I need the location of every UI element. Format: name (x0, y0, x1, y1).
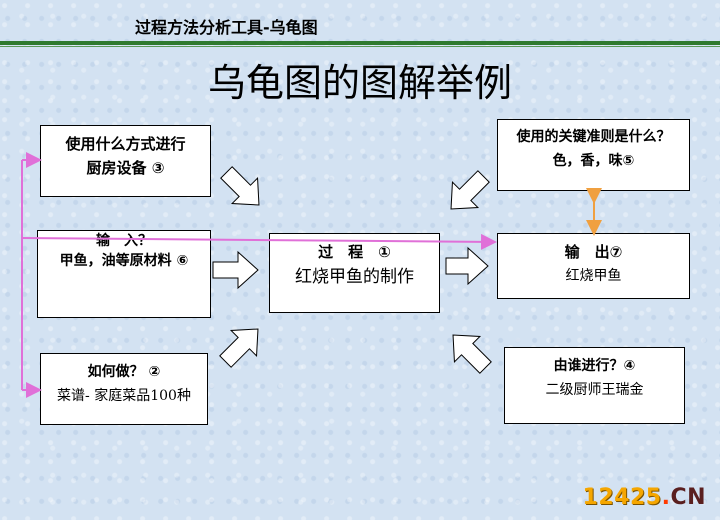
block-arrow-input (212, 250, 259, 290)
connector-input-output (21, 233, 497, 250)
page-title: 乌龟图的图解举例 (207, 61, 512, 105)
block-arrow-method (219, 328, 259, 368)
who-answer: 二级厨师王瑞金 (545, 382, 644, 398)
watermark-logo: 12425.CN (582, 485, 706, 510)
block-arrow-criteria (450, 170, 490, 210)
who-question: 由谁进行？④ (553, 358, 636, 374)
criteria-answer: 色，香，味⑤ (552, 153, 635, 169)
input-box: 输 入？ 甲鱼，油等原材料 ⑥ (37, 230, 211, 318)
input-answer: 甲鱼，油等原材料 ⑥ (59, 253, 189, 269)
header-title: 过程方法分析工具-乌龟图 (135, 18, 318, 37)
process-name: 红烧甲鱼的制作 (295, 267, 414, 287)
process-box: 过 程 ① 红烧甲鱼的制作 (269, 233, 440, 313)
header-rule-thin (0, 46, 720, 47)
process-title: 过 程 ① (318, 243, 391, 261)
block-arrow-equipment (220, 166, 260, 206)
output-value: 红烧甲鱼 (565, 268, 622, 284)
equipment-question: 使用什么方式进行 (65, 135, 186, 153)
header-rule (0, 41, 720, 45)
method-answer: 菜谱- 家庭菜品100种 (57, 388, 191, 404)
method-question: 如何做？ ② (87, 364, 161, 380)
criteria-question: 使用的关键准则是什么？ (516, 129, 671, 145)
output-title: 输 出⑦ (564, 243, 623, 261)
criteria-box: 使用的关键准则是什么？ 色，香，味⑤ (497, 119, 690, 191)
block-arrow-who (452, 334, 492, 374)
input-question: 输 入？ (96, 233, 152, 249)
method-box: 如何做？ ② 菜谱- 家庭菜品100种 (40, 353, 208, 425)
block-arrow-output (445, 246, 489, 286)
equipment-box: 使用什么方式进行 厨房设备 ③ (40, 125, 211, 197)
who-box: 由谁进行？④ 二级厨师王瑞金 (504, 347, 685, 424)
equipment-answer: 厨房设备 ③ (86, 159, 165, 177)
